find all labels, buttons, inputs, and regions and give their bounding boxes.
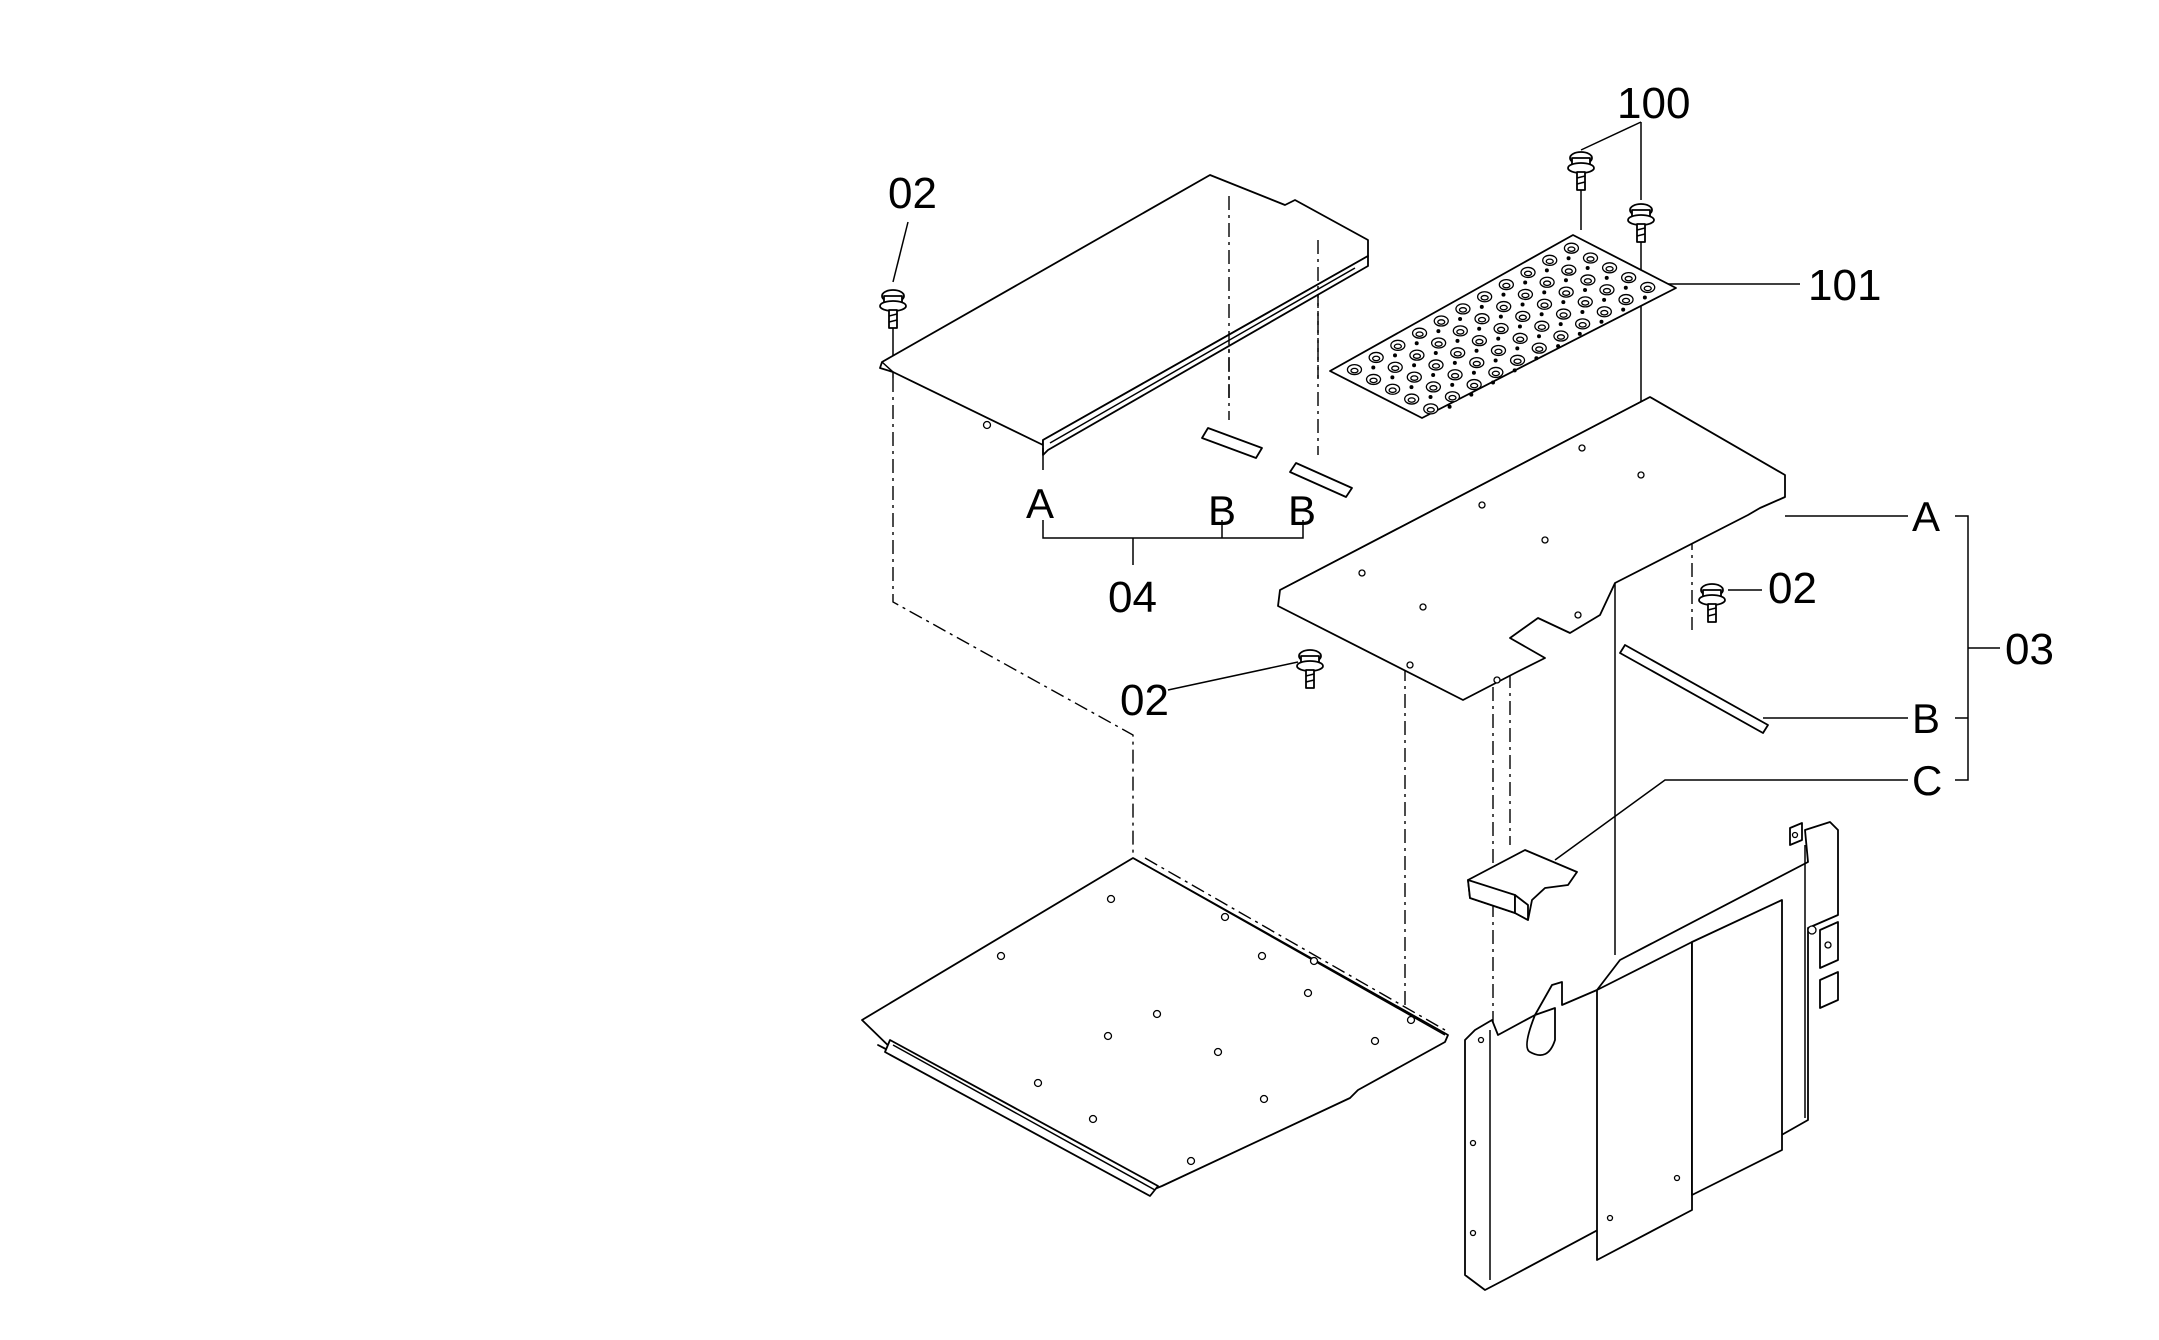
callout-03: 03 [2005, 625, 2054, 674]
callout-04: 04 [1108, 573, 1157, 622]
letter-b-left-2: B [1288, 487, 1316, 534]
bolt-icon [1698, 583, 1726, 623]
bolt-icon [1627, 203, 1655, 243]
callout-02-top-left: 02 [888, 169, 937, 218]
letter-a-right: A [1912, 493, 1940, 540]
callout-02-mid: 02 [1120, 676, 1169, 725]
letter-a-left: A [1026, 480, 1054, 527]
rubber-strips-b-left [1201, 427, 1353, 498]
letter-c-right: C [1912, 757, 1942, 804]
right-floor-panel [1277, 396, 1786, 701]
side-frame-panel [1464, 821, 1839, 1291]
bolt-icon [879, 151, 1726, 689]
letter-b-left-1: B [1208, 487, 1236, 534]
perforated-plate [1329, 234, 1677, 419]
bottom-floor-plate [861, 857, 1449, 1197]
bolt-icon [1567, 151, 1595, 191]
rubber-strip-b-right [1619, 644, 1769, 734]
bolt-icon [1296, 649, 1324, 689]
callout-101: 101 [1808, 261, 1881, 310]
top-left-cover [879, 174, 1369, 456]
callout-02-right: 02 [1768, 564, 1817, 613]
letter-b-right: B [1912, 695, 1940, 742]
callout-100: 100 [1617, 79, 1690, 128]
callout-leaders [892, 121, 2000, 861]
rubber-block-c [1467, 849, 1578, 921]
bolt-icon [879, 289, 907, 329]
